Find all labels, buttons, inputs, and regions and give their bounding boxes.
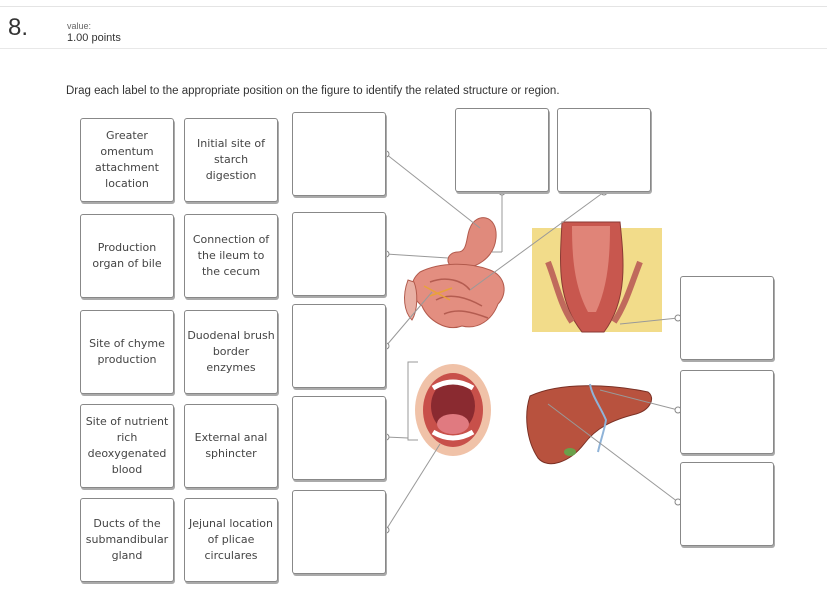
leader-lines <box>386 154 678 530</box>
drop-target-4[interactable] <box>292 396 386 480</box>
drop-target-2[interactable] <box>292 212 386 296</box>
drop-target-8[interactable] <box>680 276 774 360</box>
drop-target-3[interactable] <box>292 304 386 388</box>
drop-target-5[interactable] <box>292 490 386 574</box>
drop-target-6[interactable] <box>455 108 549 192</box>
stomach-intestine-icon <box>405 218 505 328</box>
drop-target-7[interactable] <box>557 108 651 192</box>
anal-canal-icon <box>532 222 662 332</box>
drop-target-10[interactable] <box>680 462 774 546</box>
drop-target-1[interactable] <box>292 112 386 196</box>
drop-target-9[interactable] <box>680 370 774 454</box>
liver-icon <box>527 384 652 464</box>
connector-dots <box>383 151 681 533</box>
mouth-icon <box>415 364 491 456</box>
